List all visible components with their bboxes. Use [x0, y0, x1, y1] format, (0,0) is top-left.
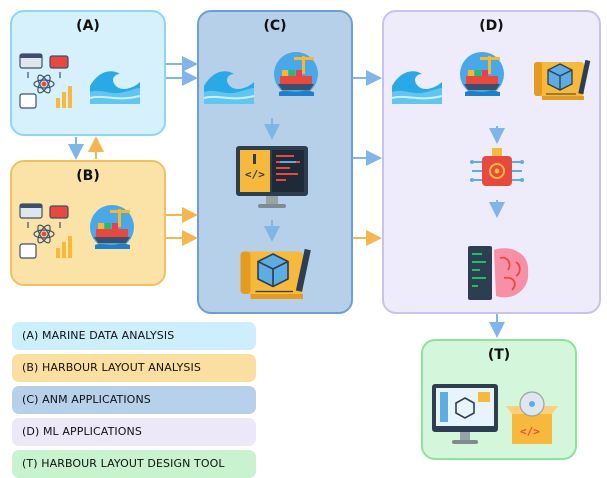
ai-chip-icon — [470, 148, 524, 186]
harbour-icon — [460, 52, 504, 96]
panel-b-harbour-layout: (B) — [10, 160, 166, 286]
blueprint-icon — [239, 248, 312, 300]
wave-icon — [391, 70, 443, 105]
legend-item-b: (B) HARBOUR LAYOUT ANALYSIS — [12, 354, 256, 382]
brain-code-icon — [468, 246, 529, 300]
harbour-icon — [274, 52, 318, 96]
wave-icon — [203, 70, 255, 105]
panel-t-label: (T) — [487, 347, 511, 363]
wave-icon — [89, 70, 141, 105]
diagram-graphics: </> </> — [19, 52, 591, 444]
blueprint-icon — [533, 59, 591, 101]
panel-c-label: (C) — [263, 18, 287, 34]
svg-text:</>: </> — [520, 425, 540, 438]
data-analysis-icon — [19, 203, 73, 259]
harbour-icon — [90, 205, 134, 249]
panel-a-label: (A) — [76, 18, 100, 34]
software-box-icon: </> — [506, 391, 558, 444]
legend-item-d: (D) ML APPLICATIONS — [12, 418, 256, 446]
panel-b-label: (B) — [76, 168, 100, 184]
panel-a-marine-data: (A) — [10, 10, 166, 136]
legend-item-c: (C) ANM APPLICATIONS — [12, 386, 256, 414]
software-design-icon — [432, 384, 498, 444]
legend-item-a: (A) MARINE DATA ANALYSIS — [12, 322, 256, 350]
code-monitor-icon: </> — [236, 146, 308, 208]
panel-d-label: (D) — [479, 18, 504, 34]
data-analysis-icon — [19, 53, 73, 109]
svg-text:</>: </> — [245, 168, 265, 181]
